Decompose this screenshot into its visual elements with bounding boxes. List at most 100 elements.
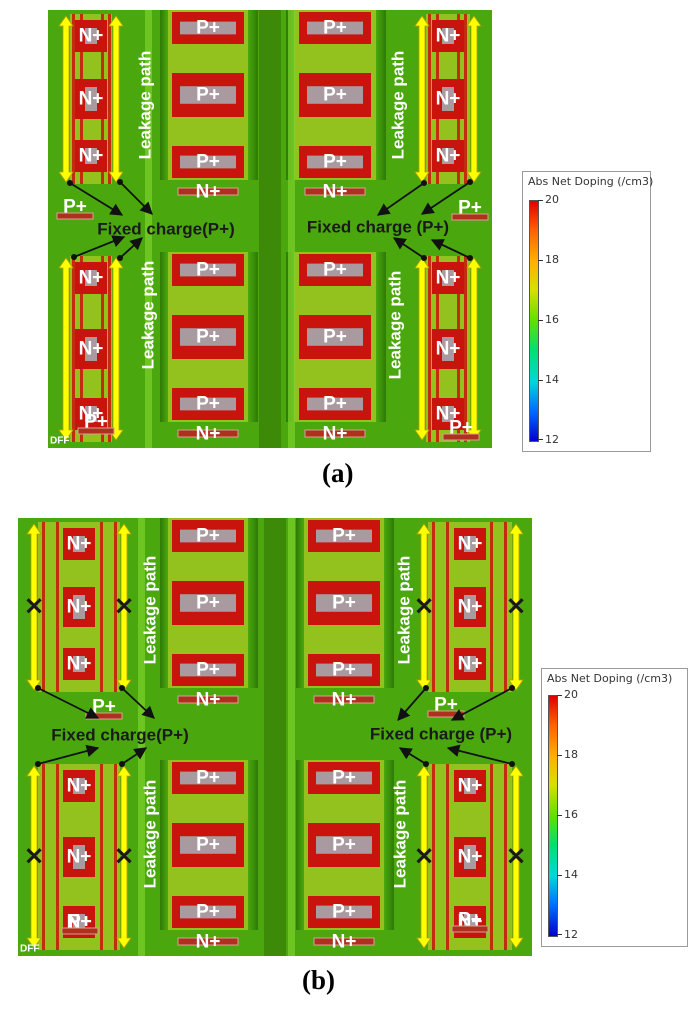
shade-edge	[160, 760, 168, 930]
n-plus-label: N+	[436, 339, 461, 360]
p-plus-strip	[61, 927, 99, 935]
p-plus-label: P+	[332, 526, 356, 547]
leakage-arrow	[508, 765, 524, 949]
implant-stripe	[490, 522, 493, 692]
shade-edge	[296, 760, 304, 930]
implant-stripe	[428, 14, 431, 184]
contact-region	[85, 87, 97, 111]
implant-stripe	[504, 764, 507, 950]
n-plus-label: N+	[67, 654, 92, 675]
p-plus-label: P+	[323, 394, 347, 415]
n-plus-strip	[177, 429, 239, 438]
leakage-arrow	[26, 765, 42, 949]
n-plus-label: N+	[436, 404, 461, 425]
contact-region	[307, 21, 363, 35]
pointer-arrow	[397, 687, 427, 721]
contact-region	[464, 778, 476, 794]
implant-stripe	[464, 14, 467, 184]
shade-edge	[160, 518, 168, 688]
contact-region	[180, 263, 236, 277]
center-trench	[259, 10, 281, 448]
n-plus-label: N+	[436, 89, 461, 110]
p-plus-label: P+	[196, 835, 220, 856]
p-plus-label: P+	[323, 327, 347, 348]
p-plus-label: P+	[196, 260, 220, 281]
n-plus-label: N+	[458, 597, 483, 618]
contact-region	[464, 536, 476, 552]
p-plus-label: P+	[323, 260, 347, 281]
doping-legend-a: Abs Net Doping (/cm3) 20 18 16 14 12	[522, 171, 653, 452]
shade-edge	[296, 518, 304, 688]
p-plus-label: P+	[196, 526, 220, 547]
p-plus-label: P+	[323, 85, 347, 106]
panel-a-simulation: N+N+N+N+N+N+N+N+N+N+N+N+P+P+P+N+P+P+P+N+…	[48, 10, 492, 448]
implant-stripe	[100, 522, 103, 692]
contact-region	[307, 86, 363, 104]
contact-region	[85, 337, 97, 361]
implant-stripe	[432, 522, 435, 692]
pointer-arrow	[121, 687, 155, 719]
pointer-arrow	[37, 687, 100, 719]
contact-region	[442, 28, 454, 44]
shade-edge	[248, 10, 258, 180]
contact-region	[85, 28, 97, 44]
contact-region	[85, 406, 97, 422]
contact-region	[85, 148, 97, 164]
pointer-arrow	[121, 747, 148, 765]
blocked-marker: ✕	[506, 844, 526, 871]
n-plus-label: N+	[332, 690, 357, 711]
n-plus-label: N+	[458, 534, 483, 555]
pointer-arrow	[446, 744, 513, 765]
blocked-marker: ✕	[114, 594, 134, 621]
contact-region	[73, 845, 85, 869]
blocked-marker: ✕	[24, 844, 44, 871]
n-plus-label: N+	[436, 146, 461, 167]
legend-tick: 14	[564, 868, 578, 881]
contact-region	[442, 406, 454, 422]
trench-edge	[288, 518, 295, 956]
panel-a-caption: (a)	[322, 458, 354, 488]
shade-edge	[160, 252, 168, 422]
shade-edge	[248, 760, 258, 930]
n-plus-label: N+	[67, 597, 92, 618]
n-plus-label: N+	[79, 404, 104, 425]
implant-stripe	[42, 522, 45, 692]
implant-stripe	[100, 764, 103, 950]
leakage-path-label: Leakage path	[395, 556, 414, 665]
shade-edge	[248, 518, 258, 688]
n-plus-label: N+	[436, 26, 461, 47]
legend-colorbar	[548, 695, 558, 937]
contact-region	[73, 656, 85, 672]
legend-tick: 12	[545, 433, 559, 446]
contact-region	[316, 529, 372, 543]
fixed-charge-label: Fixed charge(P+)	[51, 726, 188, 745]
n-plus-label: N+	[323, 182, 348, 203]
pointer-arrow	[450, 687, 513, 721]
implant-stripe	[72, 14, 75, 184]
leakage-arrow	[508, 523, 524, 691]
n-plus-strip	[313, 695, 375, 704]
blocked-marker: ✕	[414, 844, 434, 871]
trench-edge	[138, 518, 145, 956]
p-plus-label: P+	[434, 695, 458, 716]
leakage-path-label: Leakage path	[141, 556, 160, 665]
contact-region	[464, 845, 476, 869]
n-plus-label: N+	[79, 26, 104, 47]
contact-region	[180, 155, 236, 169]
legend-tick: 14	[545, 373, 559, 386]
pointer-arrow	[420, 181, 471, 215]
implant-stripe	[446, 764, 449, 950]
legend-tick: 20	[545, 193, 559, 206]
leakage-arrow	[466, 15, 482, 183]
n-plus-label: N+	[67, 534, 92, 555]
shade-edge	[384, 760, 394, 930]
p-plus-strip	[451, 213, 489, 221]
n-plus-label: N+	[436, 268, 461, 289]
leakage-arrow	[416, 765, 432, 949]
pointer-arrow	[376, 182, 425, 216]
implant-stripe	[464, 256, 467, 442]
contact-region	[464, 656, 476, 672]
n-plus-strip	[177, 695, 239, 704]
leakage-arrow	[116, 765, 132, 949]
p-plus-label: P+	[449, 418, 473, 439]
